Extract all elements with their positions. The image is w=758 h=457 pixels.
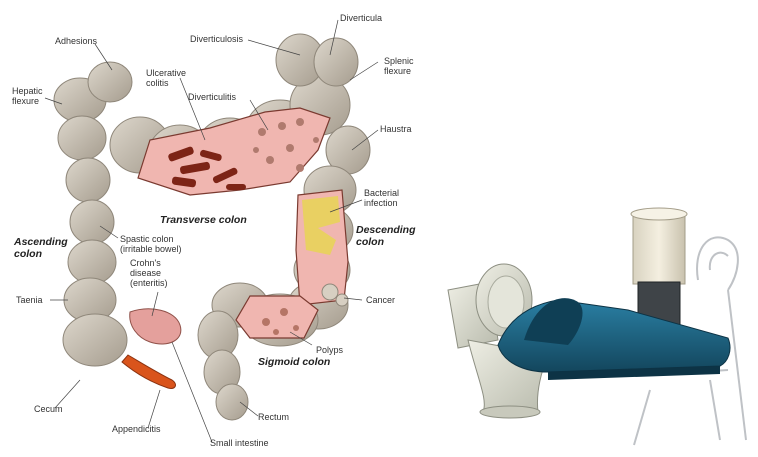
- label-bacterial-infection: Bacterial infection: [364, 188, 399, 208]
- label-diverticula: Diverticula: [340, 13, 382, 23]
- label-crohns-disease: Crohn's disease (enteritis): [130, 258, 168, 288]
- label-cecum: Cecum: [34, 404, 63, 414]
- label-descending-colon: Descending colon: [356, 224, 416, 248]
- label-cancer: Cancer: [366, 295, 395, 305]
- label-transverse-colon: Transverse colon: [160, 214, 247, 226]
- label-sigmoid-colon: Sigmoid colon: [258, 356, 330, 368]
- irrigation-board-photo: [428, 0, 758, 457]
- label-adhesions: Adhesions: [55, 36, 97, 46]
- ascending-colon-shape: [54, 62, 132, 366]
- label-splenic-flexure: Splenic flexure: [384, 56, 414, 76]
- label-ascending-colon: Ascending colon: [14, 236, 68, 260]
- label-spastic-colon: Spastic colon (irritable bowel): [120, 234, 182, 254]
- appendix-shape: [122, 355, 175, 388]
- small-intestine-shape: [130, 309, 181, 344]
- label-hepatic-flexure: Hepatic flexure: [12, 86, 43, 106]
- label-small-intestine: Small intestine: [210, 438, 269, 448]
- label-appendicitis: Appendicitis: [112, 424, 161, 434]
- label-diverticulosis: Diverticulosis: [190, 34, 243, 44]
- label-taenia: Taenia: [16, 295, 43, 305]
- label-rectum: Rectum: [258, 412, 289, 422]
- label-diverticulitis: Diverticulitis: [188, 92, 236, 102]
- colonic-board: [498, 298, 730, 380]
- label-polyps: Polyps: [316, 345, 343, 355]
- label-haustra: Haustra: [380, 124, 412, 134]
- label-ulcerative-colitis: Ulcerative colitis: [146, 68, 186, 88]
